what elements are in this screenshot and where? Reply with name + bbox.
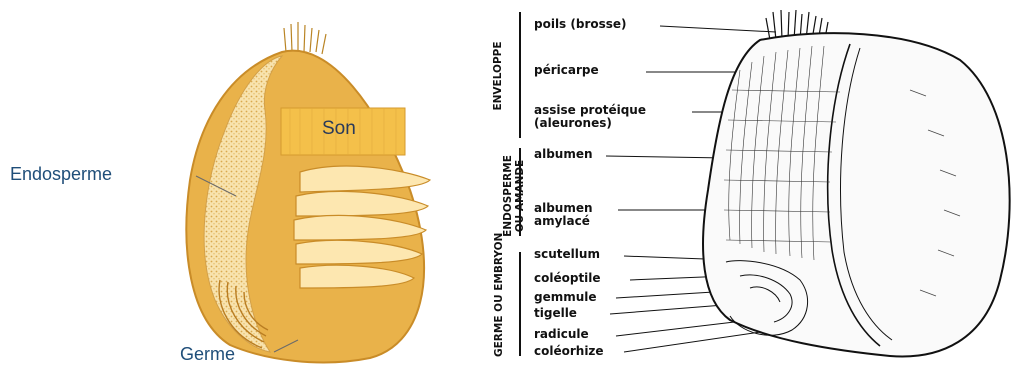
label-pericarpe: péricarpe bbox=[534, 64, 599, 77]
label-gemmule: gemmule bbox=[534, 291, 597, 304]
endosperme-label: Endosperme bbox=[10, 164, 112, 185]
label-radicule: radicule bbox=[534, 328, 589, 341]
label-coleorhize: coléorhize bbox=[534, 345, 604, 358]
label-albumen-amylace: albumen amylacé bbox=[534, 202, 614, 228]
label-poils: poils (brosse) bbox=[534, 18, 627, 31]
section-germe: GERME OU EMBRYON bbox=[493, 247, 505, 357]
section-enveloppe: ENVELOPPE bbox=[492, 26, 504, 126]
grain-cross-section-diagram bbox=[440, 0, 1029, 365]
section-endosperme-text: ENDOSPERME OU AMANDE bbox=[502, 155, 526, 237]
label-assise: assise protéique (aleurones) bbox=[534, 104, 694, 130]
label-scutellum: scutellum bbox=[534, 248, 600, 261]
germe-label: Germe bbox=[180, 344, 235, 365]
grain-brush-hairs bbox=[284, 22, 326, 54]
label-coleoptile: coléoptile bbox=[534, 272, 601, 285]
diagram-grain-outline bbox=[703, 33, 1010, 356]
label-albumen: albumen bbox=[534, 148, 593, 161]
section-endosperme: ENDOSPERME OU AMANDE bbox=[502, 148, 526, 244]
son-label: Son bbox=[322, 118, 356, 140]
section-germe-text: GERME OU EMBRYON bbox=[493, 233, 505, 357]
label-tigelle: tigelle bbox=[534, 307, 577, 320]
